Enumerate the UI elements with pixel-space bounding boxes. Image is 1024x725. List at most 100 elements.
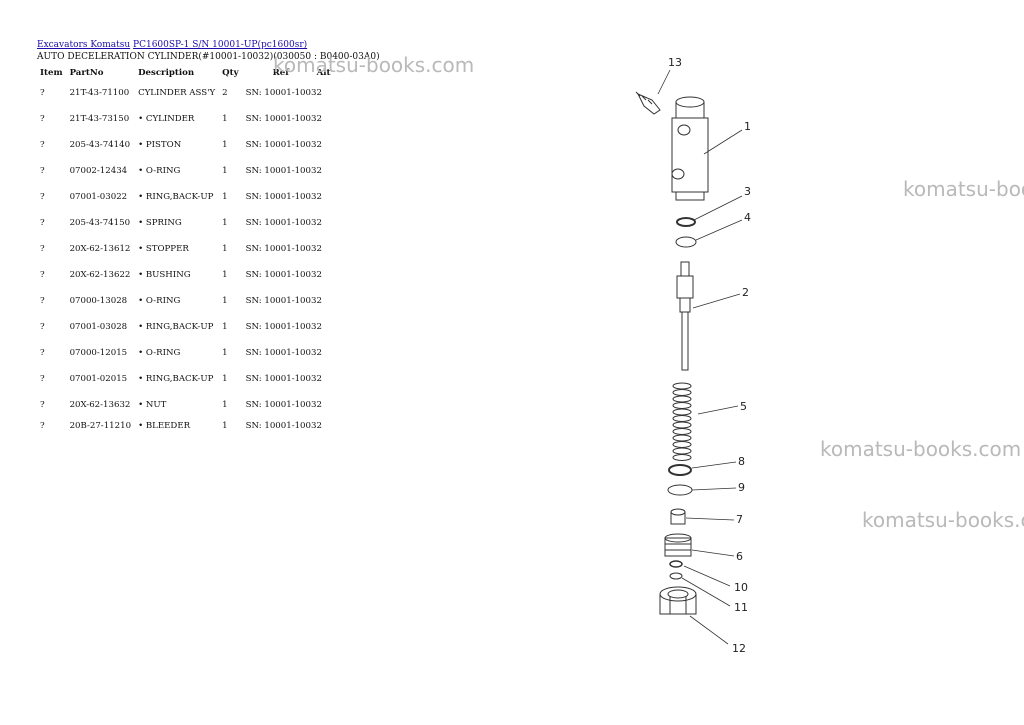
parts-table: Item PartNo Description Qty Ref Alt ? 21T… — [37, 65, 375, 433]
spring-coil — [672, 415, 692, 422]
cell-partno: 205-43-74150 — [69, 218, 131, 228]
cell-partno: 20X-62-13622 — [69, 270, 131, 280]
col-header-ref: Ref — [272, 67, 289, 78]
spring-coil — [672, 402, 692, 409]
cell-partno: 21T-43-71100 — [69, 88, 130, 98]
cell-description: CYLINDER ASS'Y — [138, 88, 216, 98]
page-title: AUTO DECELERATION CYLINDER(#10001-10032)… — [37, 52, 380, 62]
bushing-part — [664, 533, 692, 557]
col-header-item: Item — [40, 67, 63, 78]
cell-description: • PISTON — [138, 140, 182, 150]
cell-partno: 205-43-74140 — [69, 140, 131, 150]
cell-partno: 07002-12434 — [69, 166, 128, 176]
cell-description: • O-RING — [138, 166, 181, 176]
cell-item: ? — [40, 322, 45, 332]
col-header-partno: PartNo — [69, 67, 104, 78]
cell-description: • BUSHING — [138, 270, 191, 280]
cell-qty: 1 — [222, 348, 228, 358]
spring-coil — [672, 382, 692, 390]
cell-qty: 1 — [222, 244, 228, 254]
cell-ref: SN: 10001-10032 — [245, 400, 322, 410]
callout-label: 2 — [742, 286, 749, 299]
cell-item: ? — [40, 166, 45, 176]
cell-item: ? — [40, 374, 45, 384]
cell-alt — [357, 288, 375, 314]
cell-partno: 20X-62-13632 — [69, 400, 131, 410]
cell-alt — [357, 184, 375, 210]
cell-item: ? — [40, 420, 45, 431]
spring-coil — [672, 389, 692, 396]
cell-description: • O-RING — [138, 348, 181, 358]
cell-alt — [357, 158, 375, 184]
callout-label: 1 — [744, 120, 751, 133]
table-header-row: Item PartNo Description Qty Ref Alt — [37, 65, 375, 80]
cell-partno: 21T-43-73150 — [69, 114, 130, 124]
cell-qty: 1 — [222, 296, 228, 306]
cell-alt — [357, 236, 375, 262]
cell-description: • RING,BACK-UP — [138, 192, 214, 202]
cell-ref: SN: 10001-10032 — [245, 296, 322, 306]
cell-alt — [357, 106, 375, 132]
cylinder-part — [671, 96, 709, 201]
callout-label: 12 — [732, 642, 746, 655]
cell-item: ? — [40, 218, 45, 228]
breadcrumb: Excavators Komatsu PC1600SP-1 S/N 10001-… — [37, 40, 307, 50]
cell-item: ? — [40, 400, 45, 410]
cell-description: • RING,BACK-UP — [138, 374, 214, 384]
cell-qty: 1 — [222, 322, 228, 332]
callout-label: 6 — [736, 550, 743, 563]
cell-partno: 07001-03028 — [69, 322, 128, 332]
cell-ref: SN: 10001-10032 — [245, 270, 322, 280]
spring-coil — [672, 441, 692, 448]
cell-ref: SN: 10001-10032 — [245, 88, 322, 98]
bleeder-part — [635, 91, 661, 115]
cell-alt — [357, 366, 375, 392]
cell-description: • NUT — [138, 400, 167, 410]
breadcrumb-link-excavators[interactable]: Excavators Komatsu — [37, 40, 131, 50]
nut-part — [659, 586, 697, 615]
backup-ring-part-9 — [667, 484, 693, 496]
cell-item: ? — [40, 192, 45, 202]
spring-part — [672, 382, 692, 461]
cell-partno: 07000-13028 — [69, 296, 128, 306]
cell-qty: 1 — [222, 420, 228, 431]
o-ring-part-3 — [676, 217, 696, 227]
col-header-qty: Qty — [222, 67, 239, 78]
stopper-part — [670, 508, 686, 525]
col-header-alt: Alt — [316, 67, 331, 78]
cell-ref: SN: 10001-10032 — [245, 218, 322, 228]
cell-qty: 1 — [222, 374, 228, 384]
cell-partno: 07000-12015 — [69, 348, 128, 358]
cell-qty: 1 — [222, 166, 228, 176]
piston-part — [676, 261, 694, 371]
cell-item: ? — [40, 88, 45, 98]
cell-ref: SN: 10001-10032 — [245, 374, 322, 384]
cell-alt — [357, 210, 375, 236]
breadcrumb-link-model[interactable]: PC1600SP-1 S/N 10001-UP(pc1600sr) — [133, 40, 308, 50]
callout-label: 10 — [734, 581, 748, 594]
cell-item: ? — [40, 270, 45, 280]
cell-item: ? — [40, 140, 45, 150]
cell-alt — [357, 340, 375, 366]
backup-ring-part-4 — [675, 236, 697, 248]
cell-ref: SN: 10001-10032 — [245, 140, 322, 150]
spring-coil — [672, 454, 692, 461]
cell-partno: 20X-62-13612 — [69, 244, 131, 254]
cell-description: • RING,BACK-UP — [138, 322, 214, 332]
cell-alt — [357, 418, 375, 433]
cell-description: • CYLINDER — [138, 114, 195, 124]
cell-alt — [357, 392, 375, 418]
leader-lines — [657, 69, 743, 645]
cell-qty: 1 — [222, 218, 228, 228]
cell-alt — [357, 314, 375, 340]
cell-alt — [357, 132, 375, 158]
